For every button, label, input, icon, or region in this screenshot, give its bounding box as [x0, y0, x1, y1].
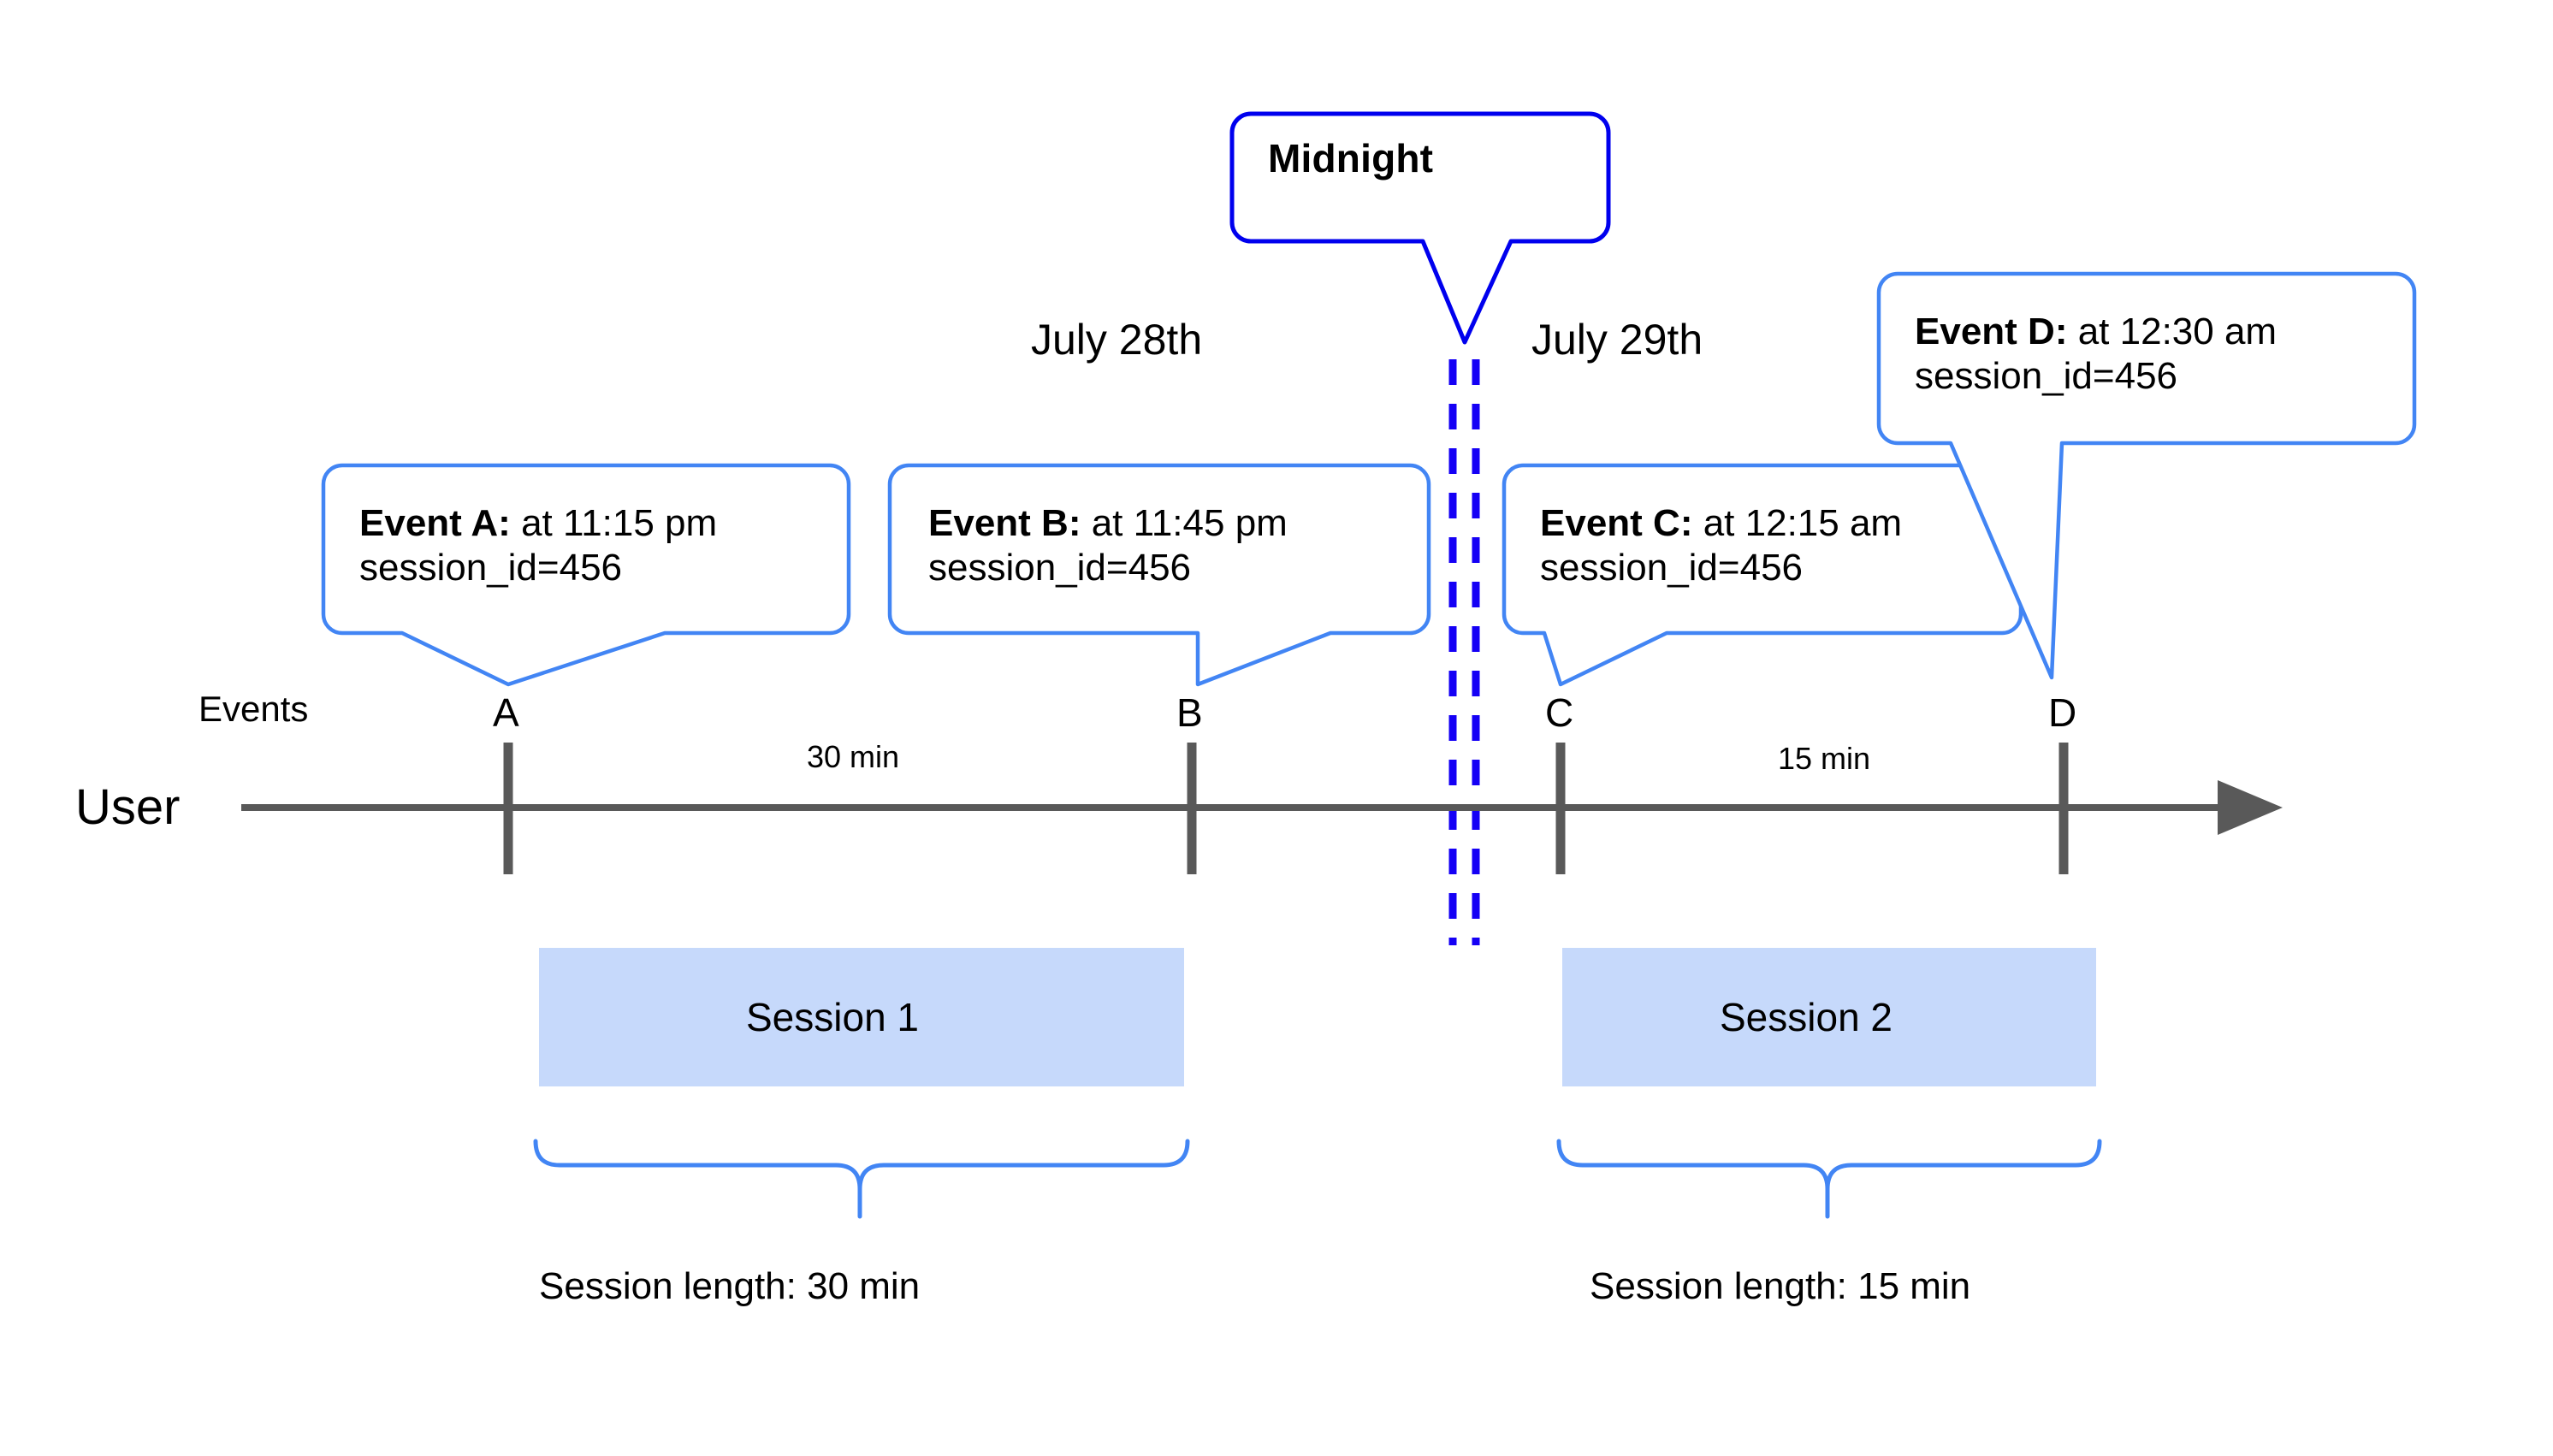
event-b-time: at 11:45 pm: [1081, 502, 1288, 544]
event-a-lead: Event A:: [359, 502, 511, 544]
event-c-time: at 12:15 am: [1692, 502, 1903, 544]
event-b-callout-text: Event B: at 11:45 pm session_id=456: [928, 501, 1288, 590]
event-d-lead: Event D:: [1915, 311, 2068, 352]
session-2-length-caption: Session length: 15 min: [1590, 1265, 1971, 1307]
tick-letter-c: C: [1545, 690, 1574, 735]
event-a-callout-text: Event A: at 11:15 pm session_id=456: [359, 501, 717, 590]
event-d-line-1: Event D: at 12:30 am: [1915, 310, 2277, 354]
tick-letter-d: D: [2048, 690, 2077, 735]
event-b-line-2: session_id=456: [928, 546, 1192, 589]
event-c-line-1: Event C: at 12:15 am: [1540, 501, 1902, 546]
session-2-box: [1562, 948, 2096, 1086]
event-b-callout-shape: [887, 463, 1431, 687]
midnight-dashed-lines: [1448, 359, 1480, 945]
session-1-length-caption: Session length: 30 min: [539, 1265, 921, 1307]
event-b-lead: Event B:: [928, 502, 1081, 544]
event-a-line-2: session_id=456: [359, 546, 623, 589]
duration-label-ab: 30 min: [807, 739, 900, 774]
midnight-callout-shape: [1229, 111, 1611, 345]
event-a-callout-shape: [321, 463, 851, 687]
timeline-arrowhead: [2218, 780, 2283, 835]
event-a-time: at 11:15 pm: [510, 502, 718, 544]
session-1-brace: [533, 1139, 1190, 1219]
event-a-line-1: Event A: at 11:15 pm: [359, 501, 717, 546]
event-d-time: at 12:30 am: [2067, 311, 2278, 352]
event-b-line-1: Event B: at 11:45 pm: [928, 501, 1288, 546]
duration-label-cd: 15 min: [1778, 741, 1871, 776]
session-2-brace: [1556, 1139, 2102, 1219]
axis-row-label-user: User: [75, 779, 181, 835]
session-1-box: [539, 948, 1184, 1086]
midnight-label: Midnight: [1268, 136, 1434, 181]
timeline-axis: [241, 743, 2283, 874]
event-c-callout-shape: [1502, 463, 2023, 687]
date-label-right: July 29th: [1531, 316, 1703, 364]
event-c-line-2: session_id=456: [1540, 546, 1804, 589]
event-d-line-2: session_id=456: [1915, 354, 2178, 397]
session-1-label: Session 1: [746, 995, 920, 1039]
axis-events-label: Events: [198, 689, 309, 729]
session-2-label: Session 2: [1720, 995, 1893, 1039]
tick-letter-a: A: [493, 690, 519, 735]
event-c-callout-text: Event C: at 12:15 am session_id=456: [1540, 501, 1902, 590]
tick-letter-b: B: [1176, 690, 1203, 735]
event-d-callout-shape: [1876, 271, 2417, 680]
event-c-lead: Event C:: [1540, 502, 1693, 544]
event-d-callout-text: Event D: at 12:30 am session_id=456: [1915, 310, 2277, 399]
date-label-left: July 28th: [1031, 316, 1203, 364]
